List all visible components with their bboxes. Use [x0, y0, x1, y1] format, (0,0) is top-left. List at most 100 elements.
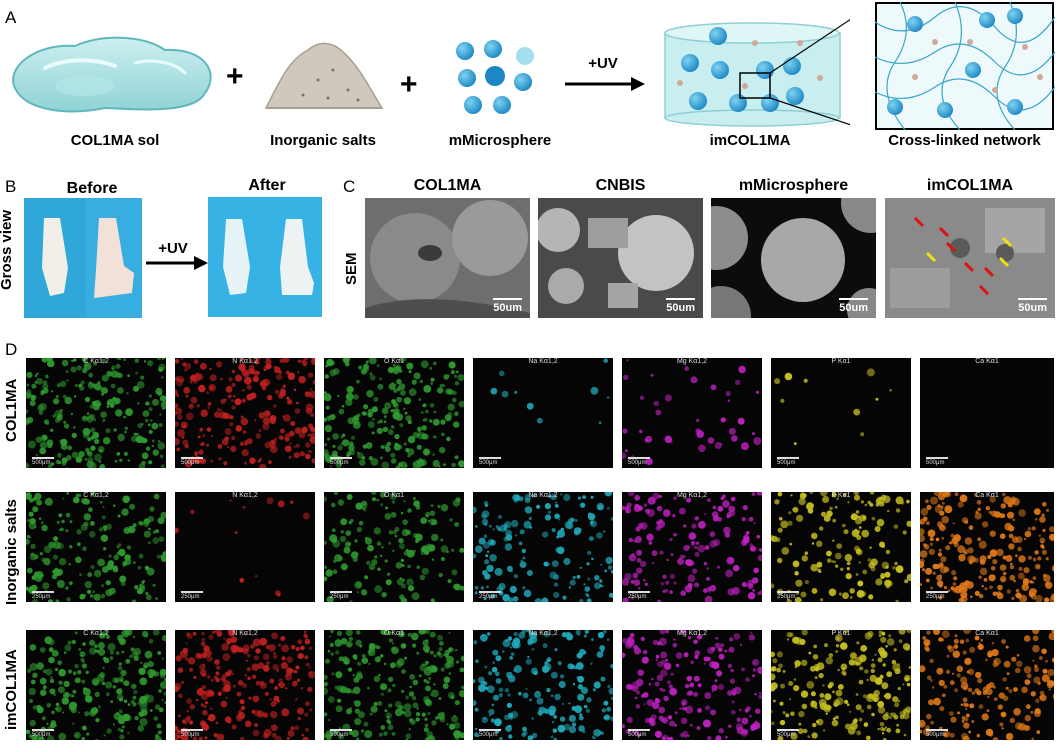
eds-element-label: N Kα1,2 [232, 630, 258, 637]
eds-scale-bar: 500μm [926, 457, 949, 466]
eds-element-label: Na Kα1,2 [528, 492, 558, 499]
row-label-inorganic-salts: Inorganic salts [3, 499, 20, 605]
eds-scale-bar: 500μm [628, 457, 651, 466]
eds-element-label: O Kα1 [384, 358, 404, 365]
sem-title-mmicrosphere: mMicrosphere [738, 177, 849, 194]
eds-scale-bar: 250μm [479, 591, 502, 600]
sem-title-cnbis: CNBIS [595, 177, 646, 194]
eds-element-label: P Kα1 [831, 630, 851, 637]
eds-map-1-0: C Kα1,2 250μm [26, 492, 166, 602]
eds-map-1-6: Ca Kα1 250μm [920, 492, 1054, 602]
eds-map-2-5: P Kα1 500μm [771, 630, 911, 740]
eds-scale-bar: 500μm [181, 457, 204, 466]
panel-label-d: D [5, 340, 18, 359]
label-after: After [248, 177, 286, 194]
sem-scale-3: 50um [839, 298, 868, 314]
eds-element-label: Mg Kα1,2 [676, 630, 708, 637]
eds-element-label: Na Kα1,2 [528, 630, 558, 637]
eds-element-label: O Kα1 [384, 630, 404, 637]
arrow-right-icon [565, 77, 645, 91]
eds-map-0-6: Ca Kα1 500μm [920, 358, 1054, 468]
label-col1ma-sol: COL1MA sol [70, 132, 160, 149]
eds-map-0-0: C Kα1,2 500μm [26, 358, 166, 468]
sem-title-imcol1ma: imCOL1MA [926, 177, 1014, 194]
eds-element-label: C Kα1,2 [83, 492, 109, 499]
eds-element-label: C Kα1,2 [83, 630, 109, 637]
col1ma-sol-illustration [12, 36, 212, 113]
eds-map-2-3: Na Kα1,2 500μm [473, 630, 613, 740]
sem-image-mmicrosphere: 50um [711, 198, 876, 318]
plus-sign-1: + [226, 60, 244, 93]
panel-label-a: A [5, 8, 17, 27]
label-mmicrosphere: mMicrosphere [448, 132, 552, 149]
panel-label-b: B [5, 177, 17, 196]
eds-element-label: N Kα1,2 [232, 492, 258, 499]
eds-scale-bar: 250μm [181, 591, 204, 600]
eds-scale-bar: 500μm [181, 729, 204, 738]
row-label-imcol1ma: imCOL1MA [3, 649, 20, 730]
eds-scale-bar: 500μm [628, 729, 651, 738]
plus-sign-2: + [400, 68, 418, 101]
eds-scale-bar: 500μm [32, 457, 55, 466]
eds-scale-bar: 500μm [479, 729, 502, 738]
row-label-sem: SEM [343, 252, 360, 285]
photo-after [208, 197, 322, 317]
panel-label-c: C [343, 177, 356, 196]
sem-scale-4: 50um [1018, 298, 1047, 314]
sem-image-imcol1ma: 50um [885, 198, 1055, 318]
imcol1ma-illustration [664, 18, 850, 127]
eds-element-label: Ca Kα1 [975, 492, 999, 499]
eds-map-1-2: O Kα1 250μm [324, 492, 464, 602]
eds-map-0-4: Mg Kα1,2 500μm [622, 358, 762, 468]
label-cross-linked-network: Cross-linked network [888, 132, 1041, 149]
eds-map-0-2: O Kα1 500μm [324, 358, 464, 468]
eds-map-2-2: O Kα1 500μm [324, 630, 464, 740]
eds-element-label: C Kα1,2 [83, 358, 109, 365]
eds-map-0-1: N Kα1,2 500μm [175, 358, 315, 468]
eds-scale-bar: 500μm [479, 457, 502, 466]
eds-scale-bar: 500μm [330, 729, 353, 738]
label-imcol1ma: imCOL1MA [709, 132, 791, 149]
sem-image-col1ma: 50um [365, 198, 530, 318]
photo-before [24, 198, 142, 318]
eds-scale-bar: 250μm [777, 591, 800, 600]
microsphere-illustration [456, 40, 534, 114]
eds-map-0-5: P Kα1 500μm [771, 358, 911, 468]
sem-scale-1: 50um [493, 298, 522, 314]
inorganic-salts-illustration [264, 42, 384, 109]
label-inorganic-salts: Inorganic salts [270, 132, 376, 149]
eds-map-2-6: Ca Kα1 500μm [920, 630, 1054, 740]
eds-scale-bar: 500μm [330, 457, 353, 466]
eds-element-label: O Kα1 [384, 492, 404, 499]
eds-map-1-1: N Kα1,2 250μm [175, 492, 315, 602]
eds-map-2-1: N Kα1,2 500μm [175, 630, 315, 740]
eds-element-label: P Kα1 [831, 358, 851, 365]
cross-linked-network-illustration [875, 2, 1055, 130]
eds-map-1-3: Na Kα1,2 250μm [473, 492, 613, 602]
eds-scale-bar: 500μm [32, 729, 55, 738]
row-label-col1ma: COL1MA [3, 378, 20, 442]
eds-element-label: Ca Kα1 [975, 358, 999, 365]
eds-scale-bar: 250μm [32, 591, 55, 600]
eds-element-label: Mg Kα1,2 [676, 358, 708, 365]
arrow-right-icon [146, 256, 208, 270]
eds-scale-bar: 500μm [777, 457, 800, 466]
sem-scale-2: 50um [666, 298, 695, 314]
sem-title-col1ma: COL1MA [413, 177, 482, 194]
uv-label-a: +UV [588, 55, 618, 72]
uv-label-b: +UV [158, 240, 188, 257]
eds-element-label: Na Kα1,2 [528, 358, 558, 365]
eds-scale-bar: 500μm [926, 729, 949, 738]
row-label-gross-view: Gross view [0, 209, 15, 290]
eds-element-label: Ca Kα1 [975, 630, 999, 637]
eds-scale-bar: 250μm [330, 591, 353, 600]
eds-element-label: N Kα1,2 [232, 358, 258, 365]
eds-map-0-3: Na Kα1,2 500μm [473, 358, 613, 468]
label-before: Before [66, 180, 118, 197]
eds-map-2-4: Mg Kα1,2 500μm [622, 630, 762, 740]
eds-scale-bar: 250μm [926, 591, 949, 600]
eds-scale-bar: 500μm [777, 729, 800, 738]
eds-map-2-0: C Kα1,2 500μm [26, 630, 166, 740]
